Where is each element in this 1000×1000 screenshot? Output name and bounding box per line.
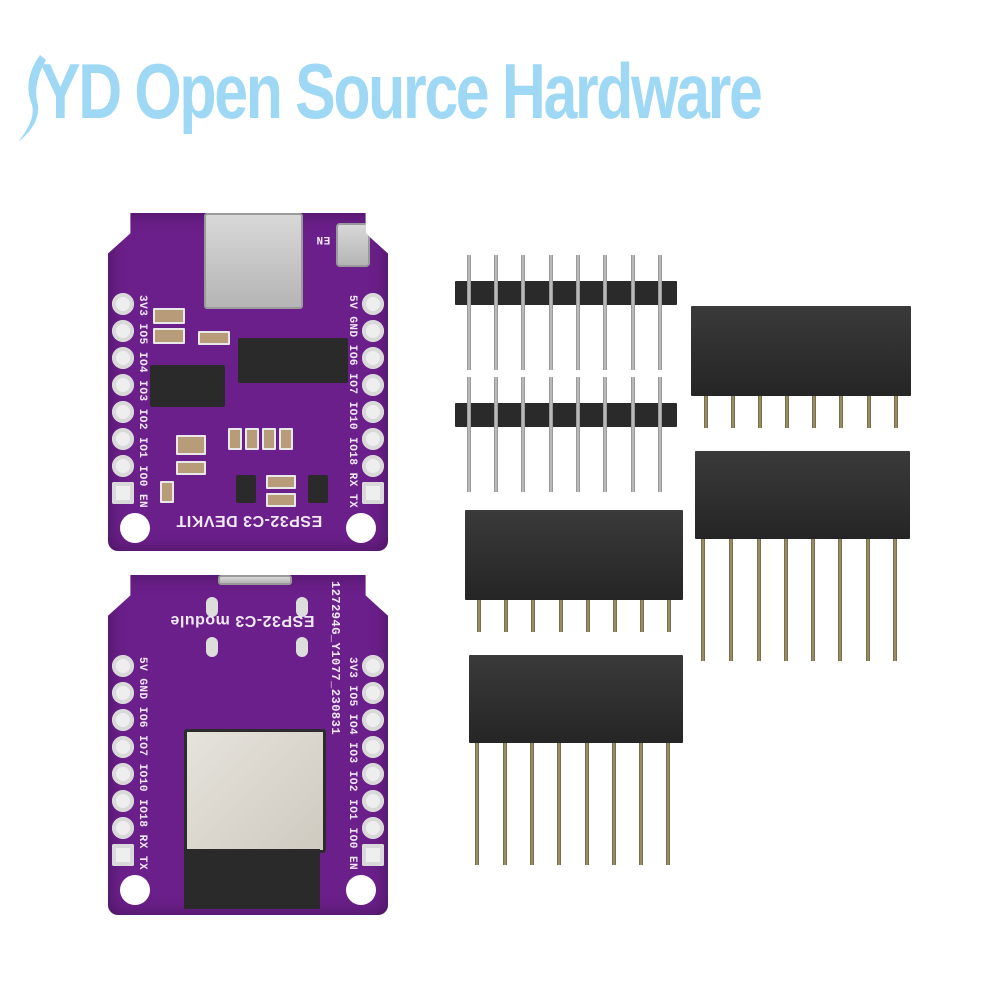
- mounting-hole: [120, 513, 150, 543]
- esp32-c3-module-board-back: 5V GND IO6 IO7 IO10 IO18 RX TX 3V3 IO5 I…: [108, 575, 388, 915]
- male-pin-header: [455, 255, 677, 370]
- male-pin-header: [455, 377, 677, 492]
- pin-pad: [362, 763, 384, 785]
- pin-pad: [112, 347, 134, 369]
- pin-pad: [362, 293, 384, 315]
- pin-pad: [112, 482, 134, 504]
- esp32-c3-wifi-module: [184, 729, 326, 853]
- pin-pad: [112, 320, 134, 342]
- pin-pad: [112, 428, 134, 450]
- via-oval: [206, 597, 218, 617]
- pin-pad: [362, 844, 384, 866]
- usb-serial-chip: [238, 338, 348, 383]
- pin-pad: [362, 401, 384, 423]
- transistor: [308, 475, 328, 503]
- capacitor: [153, 308, 185, 324]
- en-button-label: EN: [316, 233, 331, 245]
- resistor: [279, 428, 293, 450]
- female-header-short: [691, 306, 911, 430]
- esp32-c3-devkit-board-front: 3V3 IO5 IO4 IO3 IO2 IO1 IO0 EN 5V GND IO…: [108, 213, 388, 551]
- pin-pad: [112, 790, 134, 812]
- pin-pad: [362, 482, 384, 504]
- via-oval: [296, 637, 308, 657]
- pin-pad: [362, 347, 384, 369]
- serial-number-label: 127294G_Y1077_230831: [328, 581, 342, 736]
- pin-pad: [112, 455, 134, 477]
- voltage-regulator-chip: [150, 365, 225, 407]
- pin-pad: [362, 790, 384, 812]
- resistor: [228, 428, 242, 450]
- right-pin-labels: 3V3 IO5 IO4 IO3 IO2 IO1 IO0 EN: [346, 657, 358, 871]
- resistor: [245, 428, 259, 450]
- pin-pad: [362, 709, 384, 731]
- board-name-label: ESP32-C3 DEVKIT: [176, 512, 323, 529]
- pin-pad: [112, 374, 134, 396]
- left-pin-labels: 5V GND IO6 IO7 IO10 IO18 RX TX: [136, 657, 148, 871]
- pin-pad: [112, 763, 134, 785]
- mounting-hole: [120, 875, 150, 905]
- pin-pad: [112, 682, 134, 704]
- pin-pad: [112, 401, 134, 423]
- pin-pad: [362, 428, 384, 450]
- pcb-antenna: [184, 849, 320, 909]
- pin-pad: [112, 293, 134, 315]
- female-header-long: [469, 655, 683, 867]
- mounting-hole: [346, 875, 376, 905]
- pin-pad: [362, 682, 384, 704]
- capacitor: [153, 328, 185, 344]
- female-header-long: [695, 451, 910, 663]
- mounting-hole: [346, 513, 376, 543]
- pin-pad: [362, 736, 384, 758]
- usb-c-connector-edge: [218, 575, 292, 585]
- pin-pad: [112, 709, 134, 731]
- pin-pad: [362, 374, 384, 396]
- led: [160, 481, 174, 503]
- watermark-title: YD Open Source Hardware: [40, 47, 763, 135]
- capacitor: [176, 461, 206, 475]
- resistor: [198, 331, 230, 345]
- pin-pad: [362, 817, 384, 839]
- via-oval: [296, 597, 308, 617]
- usb-c-connector: [204, 213, 303, 309]
- pin-pad: [362, 655, 384, 677]
- transistor: [236, 475, 256, 503]
- resistor: [266, 475, 296, 489]
- via-oval: [206, 637, 218, 657]
- resistor: [266, 493, 296, 507]
- right-pin-labels: 5V GND IO6 IO7 IO10 IO18 RX TX: [346, 295, 358, 509]
- pin-pad: [112, 736, 134, 758]
- pin-pad: [362, 455, 384, 477]
- female-header-short: [465, 510, 683, 634]
- pin-pad: [112, 817, 134, 839]
- en-reset-button: [336, 223, 370, 267]
- left-pin-labels: 3V3 IO5 IO4 IO3 IO2 IO1 IO0 EN: [136, 295, 148, 509]
- module-name-label: ESP32-C3 module: [170, 612, 315, 629]
- resistor: [262, 428, 276, 450]
- capacitor: [176, 435, 206, 455]
- pin-pad: [112, 844, 134, 866]
- pin-pad: [362, 320, 384, 342]
- pin-pad: [112, 655, 134, 677]
- yd-logo-swoosh-icon: [18, 55, 46, 142]
